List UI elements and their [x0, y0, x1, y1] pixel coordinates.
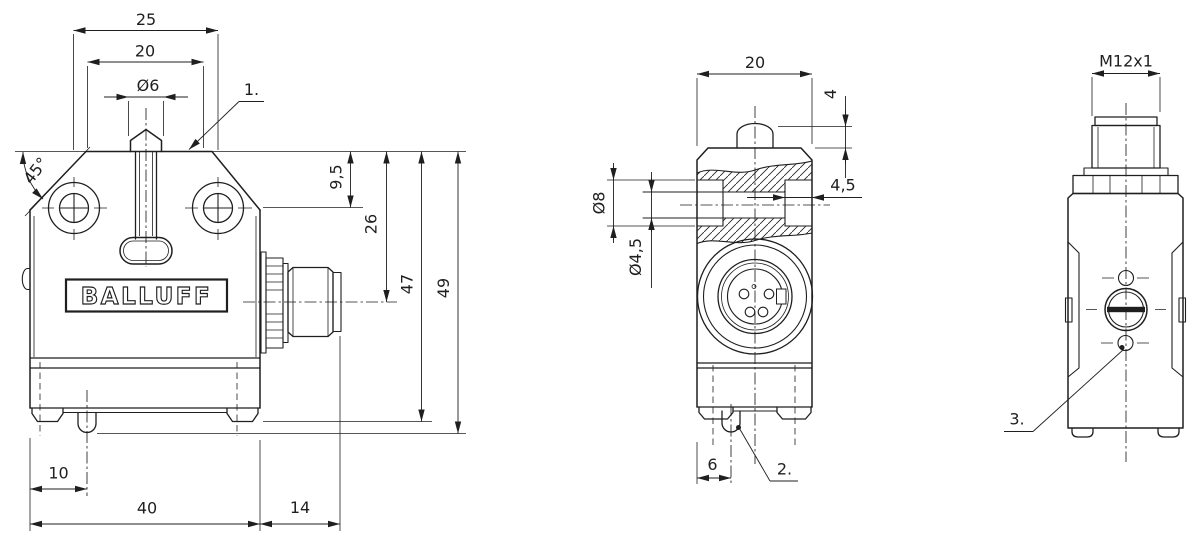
dim-hole-spacing-label: 25 — [136, 10, 156, 29]
front-connector — [243, 251, 397, 354]
back-view: M12x1 3. — [1004, 52, 1187, 462]
dim-plunger-height-label: 4 — [821, 89, 840, 99]
side-left-foot — [698, 406, 734, 420]
front-mounting-screws — [42, 177, 252, 240]
dim-screw-axis-label: 9,5 — [327, 164, 346, 189]
callout-2-label: 2. — [777, 460, 792, 479]
dim-counterbore-depth-label: 4,5 — [830, 176, 855, 195]
dim-connector-axis-label: 26 — [362, 214, 381, 234]
through-hole-lines — [642, 191, 786, 219]
dim-body-height-label: 47 — [398, 274, 417, 294]
leader-dot — [736, 425, 741, 430]
connector-pin — [738, 288, 750, 300]
side-pin-bump — [21, 267, 31, 291]
back-left-foot — [1071, 427, 1094, 438]
connector-pin — [757, 306, 769, 318]
side-slot-right — [1178, 297, 1187, 323]
counterbore-section — [696, 179, 813, 227]
back-view-body — [1064, 192, 1187, 438]
side-view-dimensions: 20 4 Ø8 Ø4,5 4,5 6 2. — [590, 53, 862, 482]
side-view: 20 4 Ø8 Ø4,5 4,5 6 2. — [590, 53, 862, 485]
dim-side-ball-offset-label: 6 — [707, 455, 717, 474]
callout-1-label: 1. — [244, 80, 259, 99]
front-view-extension-lines — [15, 34, 466, 531]
back-view-dimensions: M12x1 3. — [1004, 52, 1160, 432]
side-right-foot — [776, 406, 812, 420]
dim-connector-length-label: 14 — [290, 498, 310, 517]
dim-thread-label: M12x1 — [1099, 52, 1153, 71]
dim-counterbore-dia-label: Ø8 — [590, 192, 609, 215]
callout-3-label: 3. — [1009, 410, 1024, 429]
logo-plate: BALLUFF — [64, 278, 229, 313]
side-slot-left — [1064, 297, 1073, 323]
leader-dot — [1119, 345, 1125, 350]
dim-body-width-label: 40 — [137, 499, 157, 518]
side-connector-face — [696, 106, 814, 464]
dim-ball-offset-label: 10 — [48, 464, 68, 483]
balluff-logo: BALLUFF — [81, 284, 212, 310]
dim-plunger-dia-label: Ø6 — [137, 76, 160, 95]
indicator-hole-bottom — [1117, 334, 1134, 352]
dim-top-width-label: 20 — [135, 42, 155, 61]
back-face-features — [1086, 103, 1166, 462]
dim-depth-label: 20 — [745, 53, 765, 72]
front-plunger — [119, 108, 173, 267]
connector-keyway — [776, 288, 787, 305]
back-view-extension-lines — [1091, 77, 1161, 116]
connector-pin — [763, 288, 775, 300]
front-view-body — [21, 150, 261, 496]
dim-hole-dia-label: Ø4,5 — [626, 238, 645, 276]
back-right-foot — [1157, 427, 1180, 438]
dim-total-height-label: 49 — [434, 278, 453, 298]
side-view-base — [698, 365, 812, 485]
